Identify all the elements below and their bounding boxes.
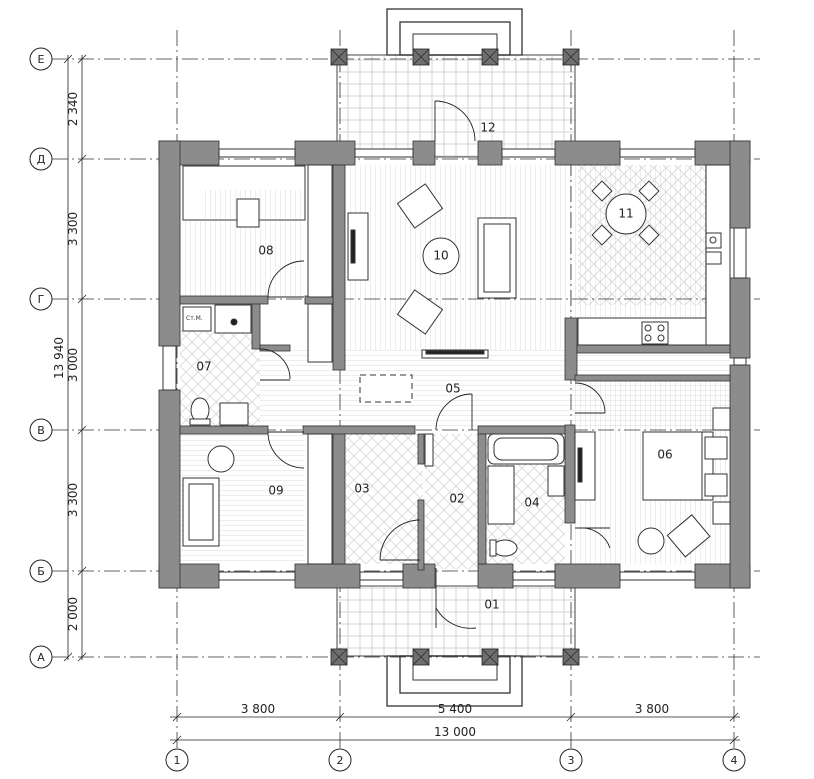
axis-bubble-col: 3 [559,748,583,772]
terrace-top [336,8,576,158]
dimension-lines [63,54,740,745]
room-label-06: 06 [657,448,672,462]
dimension-label: 3 300 [66,483,80,517]
floors [180,165,730,569]
side-table [207,445,235,473]
furniture [182,164,731,565]
armchair [396,289,444,335]
windows [162,148,747,581]
dimension-label: 3 300 [66,212,80,246]
room-labels: 01 02 03 04 05 06 07 08 09 10 11 12 [196,121,672,612]
office-chair [236,198,260,228]
room-label-05: 05 [445,382,460,396]
room-label-08: 08 [258,244,273,258]
dimension-label: 3 000 [66,348,80,382]
room-label-10: 10 [433,249,448,263]
axis-bubble-row: В [29,418,53,442]
dimension-label: 5 400 [438,702,472,716]
sink [219,402,249,426]
dining-chair [638,224,660,246]
wardrobe [307,433,333,565]
axis-number: 1 [174,754,181,767]
room-label-07: 07 [196,360,211,374]
axis-bubble-col: 2 [328,748,352,772]
washing-machine [487,465,515,525]
axis-letter: А [37,651,45,664]
room-label-02: 02 [449,492,464,506]
dimension-label: 3 800 [241,702,275,716]
sink [547,465,565,497]
fixture-label: Ст.М. [186,315,203,322]
axis-bubble-row: Г [29,287,53,311]
axis-bubble-row: А [29,645,53,669]
dining-chair [591,224,613,246]
dimension-total-horizontal: 13 000 [434,725,476,739]
terrace-bottom [336,585,576,707]
axis-letter: Б [37,565,45,578]
dimension-label: 2 000 [66,597,80,631]
axis-bubble-row: Е [29,47,53,71]
room-label-04: 04 [524,496,539,510]
toilet [492,539,518,557]
axis-number: 3 [568,754,575,767]
axis-bubble-col: 1 [165,748,189,772]
side-table [637,527,665,555]
rug [359,374,413,403]
axis-letter: Е [38,53,45,66]
dining-table [605,193,647,235]
wardrobe [307,164,333,298]
armchair [666,514,711,558]
dining-chair [591,180,613,202]
room-label-12: 12 [480,121,495,135]
axis-letter: В [37,424,45,437]
room-label-11: 11 [618,207,633,221]
axis-number: 2 [337,754,344,767]
wardrobe [307,303,333,363]
axis-bubble-row: Д [29,147,53,171]
dimension-label: 3 800 [635,702,669,716]
axis-bubble-row: Б [29,559,53,583]
room-label-09: 09 [268,484,283,498]
bed [642,431,714,501]
armchair [396,183,444,229]
axis-letter: Д [37,153,46,166]
axis-number: 4 [731,754,738,767]
dining-chair [638,180,660,202]
axis-bubble-col: 4 [722,748,746,772]
dimension-total-vertical: 13 940 [52,337,66,379]
axis-letter: Г [38,293,45,306]
room-label-01: 01 [484,598,499,612]
coffee-table [422,237,460,275]
walls [158,140,751,589]
toilet [190,397,210,423]
room-label-03: 03 [354,482,369,496]
dimension-label: 2 340 [66,92,80,126]
doors [259,100,611,629]
